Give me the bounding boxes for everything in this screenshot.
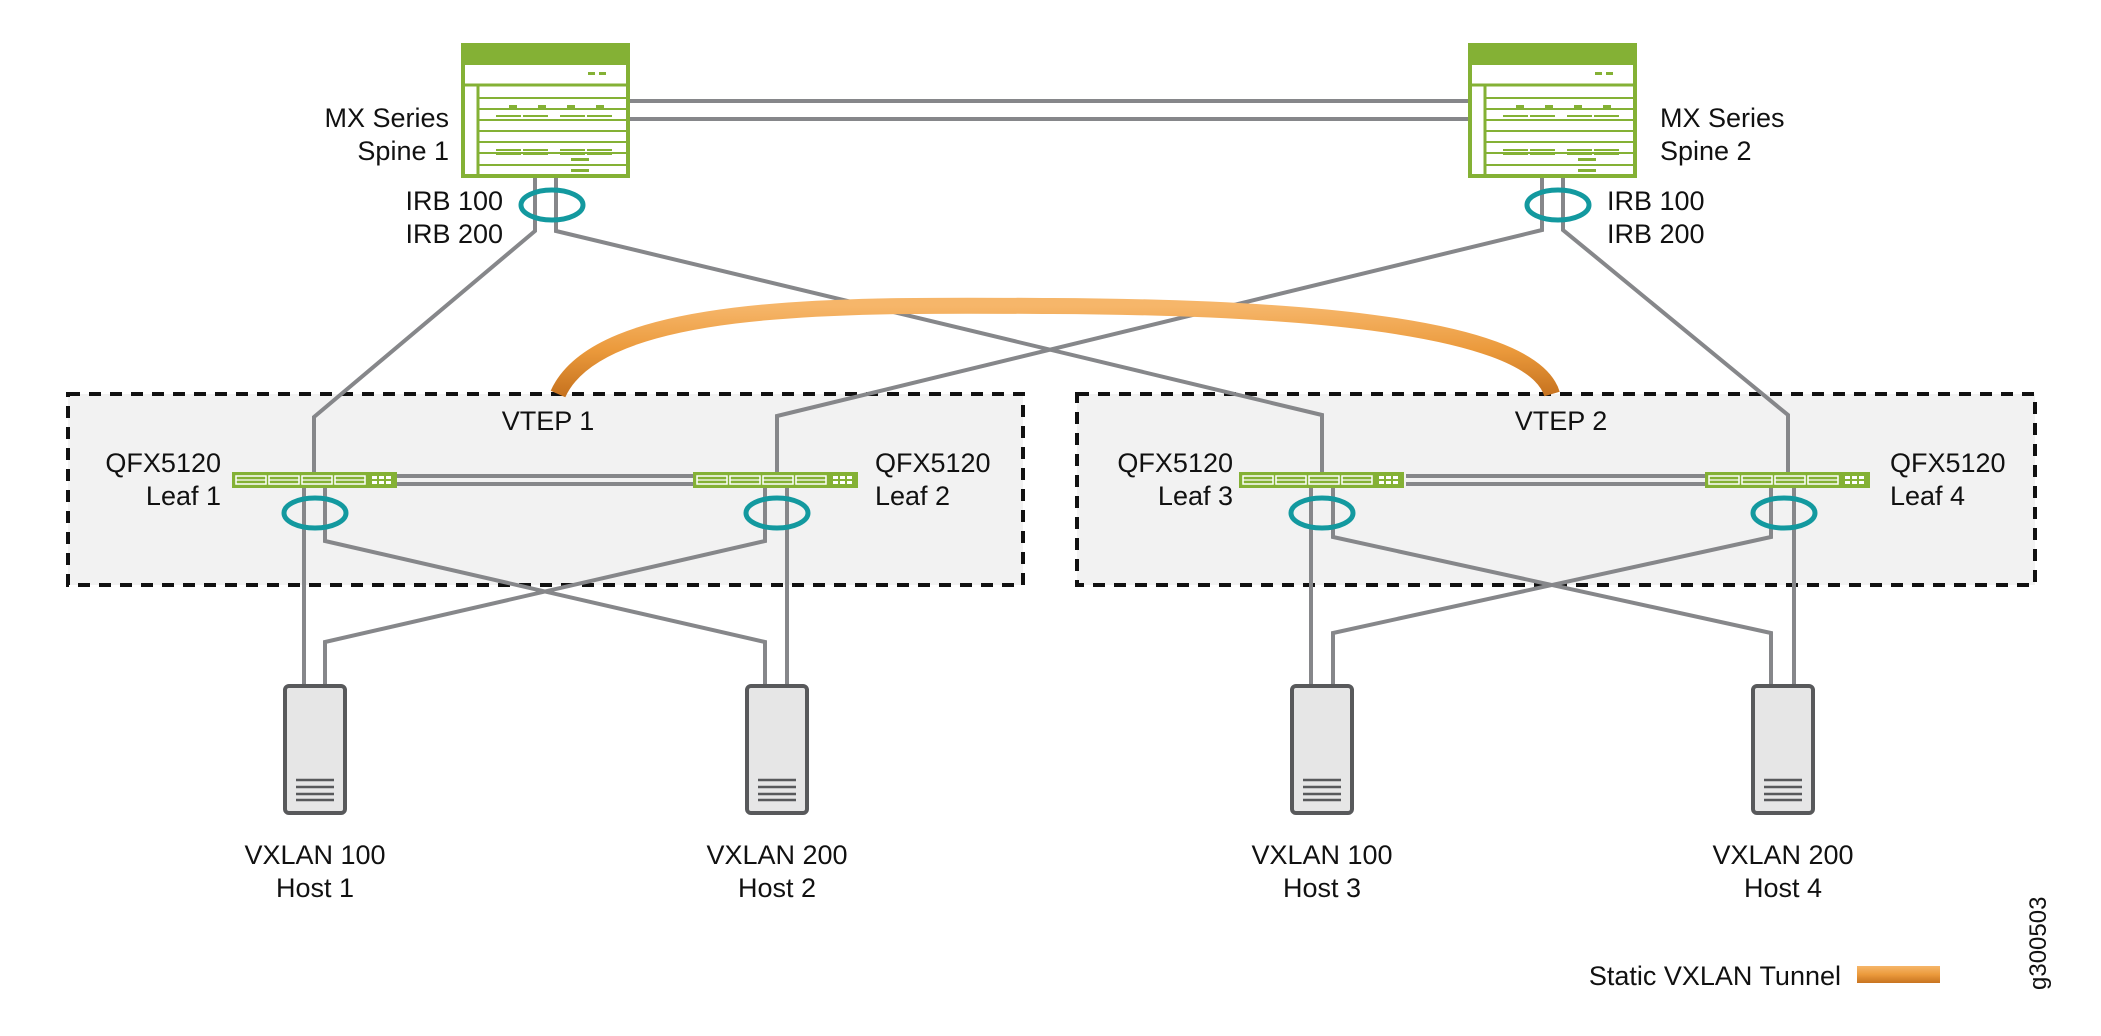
host-3-label-line2: Host 3 [1283, 873, 1361, 903]
host-4-label-line1: VXLAN 200 [1712, 840, 1853, 870]
spine-1-device [461, 43, 630, 178]
leaf-host-links [302, 488, 1796, 686]
host-3-label-line1: VXLAN 100 [1251, 840, 1392, 870]
spine-2-label-line1: MX Series [1660, 103, 1785, 133]
lag-leaf-4-icon [1750, 495, 1818, 531]
spine-interconnect [628, 99, 1470, 121]
spine-2-irb-line1: IRB 100 [1607, 186, 1705, 216]
leaf-4-switch [1705, 472, 1870, 488]
host-3-server [1290, 684, 1354, 815]
leaf-1-switch [232, 472, 397, 488]
static-vxlan-tunnel [550, 297, 1560, 398]
spine-leaf-links [312, 176, 1790, 472]
leaf-1-label-line1: QFX5120 [105, 448, 221, 478]
figure-id: g300503 [2025, 897, 2052, 990]
host-4-server [1751, 684, 1815, 815]
vtep-2-label: VTEP 2 [1515, 406, 1608, 436]
host-2-server [745, 684, 809, 815]
leaf-1-label-line2: Leaf 1 [146, 481, 221, 511]
spine-1-label-line2: Spine 1 [357, 136, 449, 166]
lag-spine-1-icon [518, 187, 586, 223]
host-4-label-line2: Host 4 [1744, 873, 1822, 903]
link-spine2-leaf2 [775, 176, 1544, 472]
spine-1-irb-line2: IRB 200 [405, 219, 503, 249]
lag-leaf-3-icon [1288, 495, 1356, 531]
spine-1-label-line1: MX Series [324, 103, 449, 133]
vtep-2-box [1075, 392, 2037, 587]
legend-tunnel-swatch [1857, 966, 1940, 983]
legend-tunnel-label: Static VXLAN Tunnel [1589, 961, 1841, 991]
leaf-4-label-line1: QFX5120 [1890, 448, 2006, 478]
link-spine2-leaf4 [1561, 176, 1790, 472]
vtep-1-box [66, 392, 1025, 587]
spine-1-irb-line1: IRB 100 [405, 186, 503, 216]
spine-2-device [1468, 43, 1637, 178]
leaf-3-switch [1239, 472, 1404, 488]
host-2-label-line1: VXLAN 200 [706, 840, 847, 870]
lag-leaf-1-icon [281, 495, 349, 531]
leaf-2-label-line1: QFX5120 [875, 448, 991, 478]
leaf-3-label-line1: QFX5120 [1117, 448, 1233, 478]
link-spine1-leaf1 [312, 176, 537, 472]
link-spine1-leaf3 [554, 176, 1324, 472]
lag-leaf-2-icon [743, 495, 811, 531]
spine-2-irb-line2: IRB 200 [1607, 219, 1705, 249]
leaf-3-label-line2: Leaf 3 [1158, 481, 1233, 511]
host-1-label-line1: VXLAN 100 [244, 840, 385, 870]
host-2-label-line2: Host 2 [738, 873, 816, 903]
spine-2-label-line2: Spine 2 [1660, 136, 1752, 166]
vtep-1-label: VTEP 1 [502, 406, 595, 436]
leaf-2-label-line2: Leaf 2 [875, 481, 950, 511]
leaf-interconnects [397, 474, 1705, 486]
lag-spine-2-icon [1524, 187, 1592, 223]
leaf-4-label-line2: Leaf 4 [1890, 481, 1965, 511]
host-1-label-line2: Host 1 [276, 873, 354, 903]
host-1-server [283, 684, 347, 815]
leaf-2-switch [693, 472, 858, 488]
